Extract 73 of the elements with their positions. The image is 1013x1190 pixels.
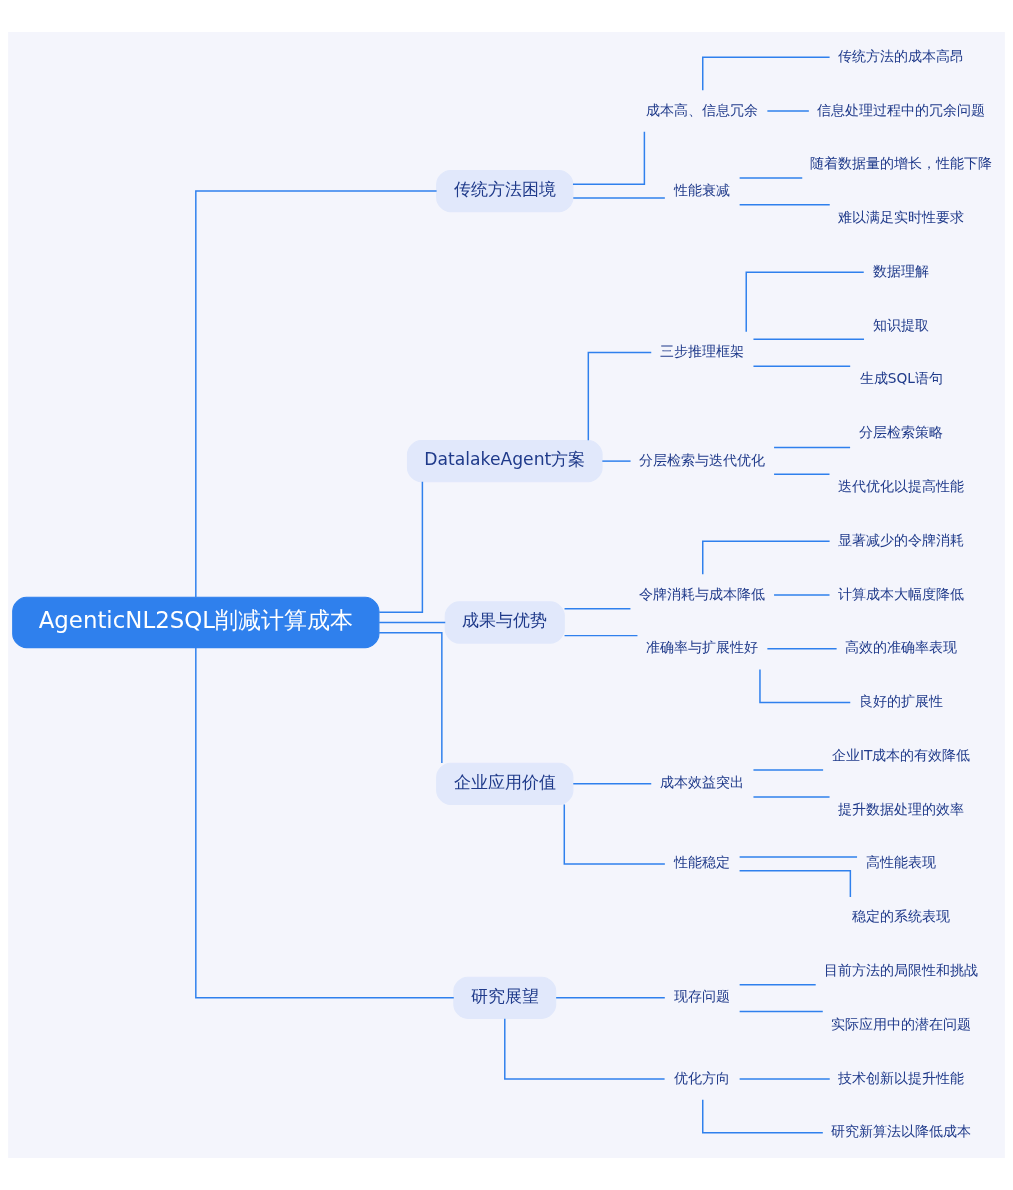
node-text: 生成SQL语句 <box>859 370 943 387</box>
connector <box>572 197 666 199</box>
connector <box>563 803 666 865</box>
connector <box>766 648 838 650</box>
connector <box>572 783 652 785</box>
node-text: 令牌消耗与成本降低 <box>639 585 766 602</box>
connector <box>702 1098 824 1134</box>
node-box: DatalakeAgent方案 <box>406 439 603 483</box>
node-text: 目前方法的局限性和挑战 <box>824 962 979 979</box>
connector <box>738 1010 824 1013</box>
connector <box>745 271 865 333</box>
connector <box>738 983 817 986</box>
connector <box>752 365 851 367</box>
connector <box>738 204 831 206</box>
node-text: 高效的准确率表现 <box>845 639 958 656</box>
connector <box>752 769 824 771</box>
connector <box>738 870 852 898</box>
node-text: 迭代优化以提高性能 <box>838 477 965 494</box>
node-text: 准确率与扩展性好 <box>646 639 759 656</box>
node-box: 研究展望 <box>453 976 557 1019</box>
connector <box>773 594 831 596</box>
node-text: 分层检索与迭代优化 <box>639 451 766 468</box>
node-text: 高性能表现 <box>866 854 937 871</box>
connector <box>563 634 639 637</box>
node-text: 知识提取 <box>873 316 930 333</box>
connector <box>759 668 851 704</box>
connector <box>378 481 424 613</box>
node-text: 优化方向 <box>674 1069 731 1086</box>
node-text: 稳定的系统表现 <box>852 908 951 925</box>
connector <box>378 621 446 624</box>
connector <box>378 632 443 764</box>
node-text: 三步推理框架 <box>660 342 745 359</box>
connector <box>752 796 831 798</box>
node-text: 计算成本大幅度降低 <box>838 585 965 602</box>
node-text: 现存问题 <box>674 988 731 1005</box>
node-text: 传统方法的成本高昂 <box>838 47 965 64</box>
node-box: 企业应用价值 <box>436 762 574 805</box>
connector <box>555 997 666 999</box>
node-text: 数据理解 <box>873 262 930 279</box>
connector <box>702 56 831 92</box>
node-text: 难以满足实时性要求 <box>838 209 965 226</box>
node-text: 提升数据处理的效率 <box>838 800 965 817</box>
connector <box>766 110 810 112</box>
node-text: 技术创新以提升性能 <box>838 1069 965 1086</box>
connector <box>738 1078 831 1080</box>
node-text: 性能稳定 <box>674 854 731 871</box>
connector <box>738 856 858 858</box>
connector <box>752 338 865 340</box>
node-text: 分层检索策略 <box>859 424 944 441</box>
connector <box>738 177 803 179</box>
connector <box>601 460 632 462</box>
node-text: 显著减少的令牌消耗 <box>838 531 965 548</box>
node-text: 成本效益突出 <box>660 774 745 791</box>
node-box: 传统方法困境 <box>436 169 574 213</box>
connector <box>195 646 455 999</box>
connector <box>572 131 646 185</box>
connector <box>195 190 438 598</box>
connector <box>587 351 652 441</box>
connector <box>563 608 632 610</box>
connector <box>702 540 831 576</box>
node-box: 成果与优势 <box>444 601 565 644</box>
connector <box>773 446 851 449</box>
node-text: 成本高、信息冗余 <box>646 101 759 118</box>
connector <box>504 1017 666 1080</box>
node-box: AgenticNL2SQL削减计算成本 <box>12 596 380 649</box>
node-text: 良好的扩展性 <box>859 693 944 710</box>
node-text: 企业IT成本的有效降低 <box>832 746 971 763</box>
node-text: 性能衰减 <box>674 181 731 198</box>
node-text: 研究新算法以降低成本 <box>831 1123 972 1140</box>
connector <box>773 473 831 476</box>
node-text: 随着数据量的增长，性能下降 <box>810 155 993 172</box>
node-text: 信息处理过程中的冗余问题 <box>817 101 986 118</box>
node-text: 实际应用中的潜在问题 <box>831 1015 972 1032</box>
